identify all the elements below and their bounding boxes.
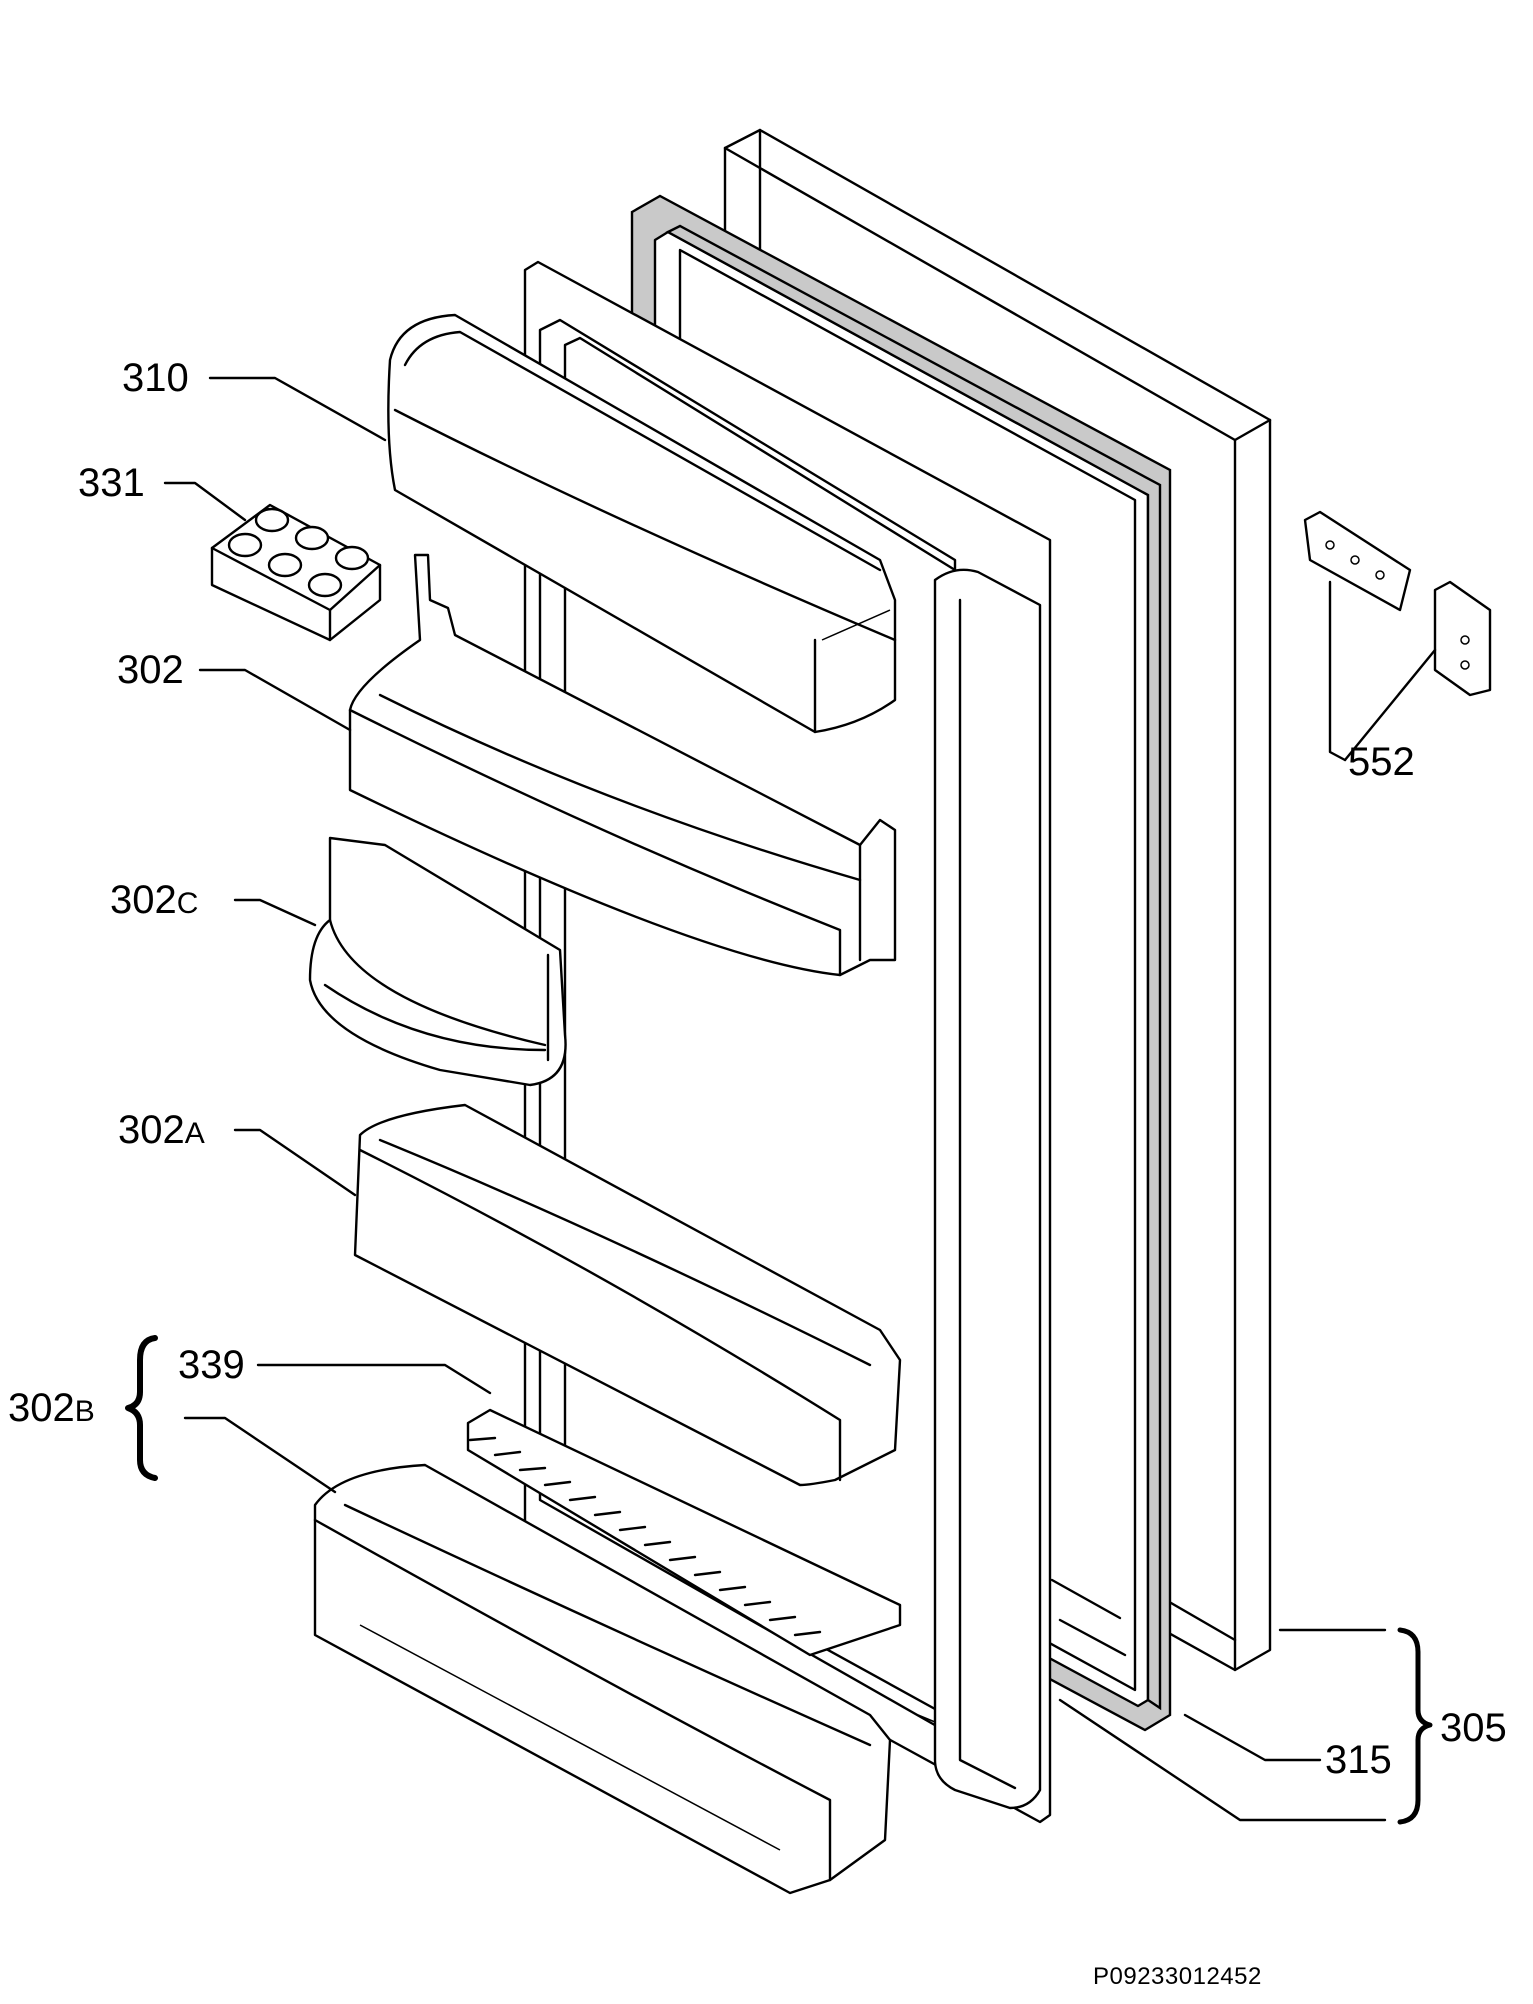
small-door-box bbox=[308, 836, 567, 1087]
dairy-compartment-cover bbox=[387, 313, 897, 734]
callout-331: 331 bbox=[78, 461, 145, 505]
callout-310: 310 bbox=[122, 356, 189, 400]
callout-302c: 302C bbox=[110, 880, 198, 920]
callout-302c-number: 302 bbox=[110, 878, 177, 922]
bottom-bottle-shelf bbox=[313, 1463, 892, 1895]
callout-315: 315 bbox=[1325, 1738, 1392, 1782]
callout-302: 302 bbox=[117, 648, 184, 692]
callout-552: 552 bbox=[1348, 740, 1415, 784]
leader-lines bbox=[163, 376, 1437, 1822]
callout-302c-suffix: C bbox=[176, 887, 199, 920]
callout-305: 305 bbox=[1440, 1706, 1507, 1750]
brace-302b bbox=[125, 1335, 158, 1481]
callout-302a-suffix: A bbox=[184, 1117, 205, 1150]
callout-302a-number: 302 bbox=[118, 1108, 185, 1152]
drawing-code: P09233012452 bbox=[1093, 1963, 1262, 1990]
callout-339: 339 bbox=[178, 1343, 245, 1387]
hinge-brackets bbox=[1303, 510, 1492, 697]
callout-302b-number: 302 bbox=[8, 1386, 75, 1430]
bottle-rack bbox=[466, 1408, 902, 1657]
upper-door-shelf bbox=[348, 553, 897, 977]
brace-305 bbox=[1397, 1627, 1433, 1825]
callout-302b-suffix: B bbox=[74, 1395, 95, 1428]
middle-door-shelf bbox=[353, 1103, 902, 1487]
callout-302b: 302B bbox=[8, 1388, 95, 1428]
callout-302a: 302A bbox=[118, 1110, 205, 1150]
egg-tray bbox=[210, 503, 382, 642]
